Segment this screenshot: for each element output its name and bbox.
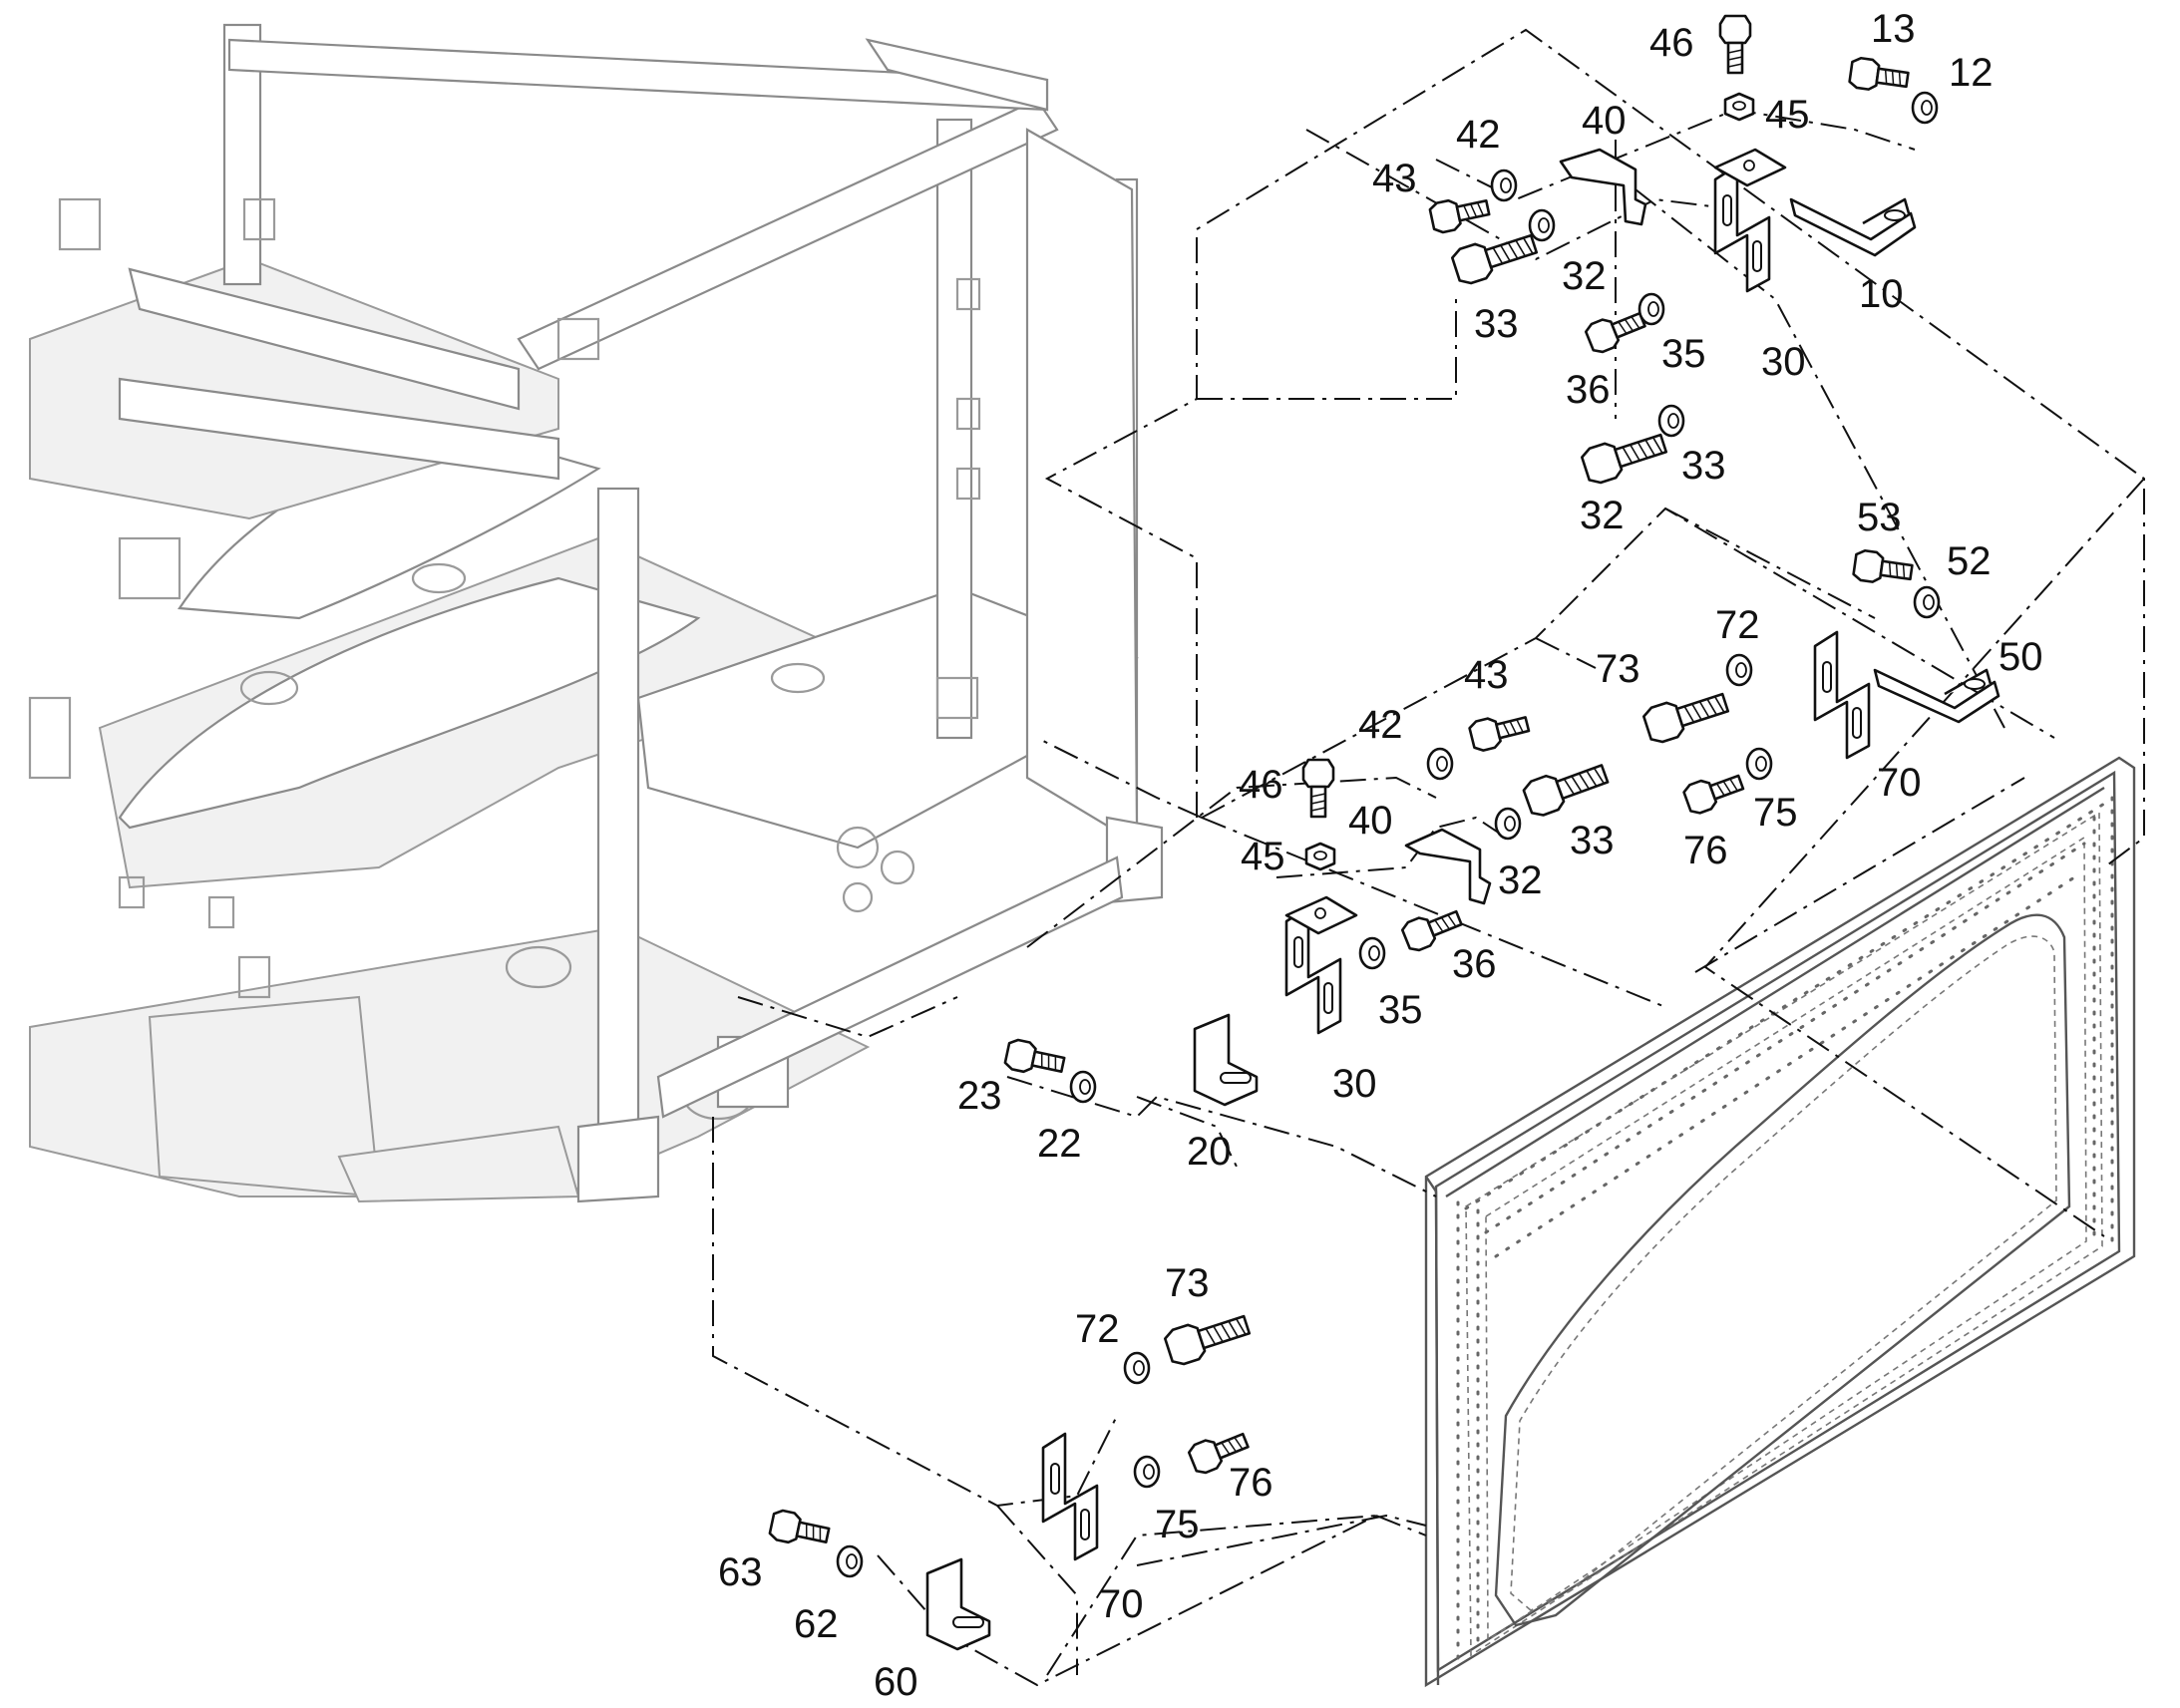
callout-60: 60	[874, 1660, 918, 1704]
callout-23: 23	[957, 1074, 1002, 1118]
bracket-icon	[1873, 668, 2000, 724]
washer-icon	[1637, 292, 1665, 326]
washer-icon	[1725, 653, 1753, 687]
parts-top-group	[1427, 14, 1939, 488]
bolt-icon	[1680, 767, 1747, 818]
callout-75: 75	[1753, 791, 1798, 835]
callout-30: 30	[1761, 340, 1806, 384]
bracket-icon	[1404, 828, 1492, 905]
callout-46: 46	[1239, 763, 1283, 807]
callout-43: 43	[1372, 157, 1417, 200]
callout-labels: 46 13 12 45 42 40 43 32 10 33 36 35 30 3…	[718, 7, 2043, 1704]
assembly-lines	[712, 28, 2145, 1687]
callout-72: 72	[1075, 1307, 1120, 1351]
bracket-icon	[1713, 164, 1771, 293]
washer-icon	[1426, 747, 1454, 781]
callout-12: 12	[1949, 51, 1994, 95]
bracket-icon	[1559, 148, 1647, 226]
bolt-icon	[1579, 425, 1670, 488]
washer-icon	[1069, 1070, 1097, 1104]
callout-35: 35	[1378, 988, 1423, 1032]
washer-icon	[1490, 169, 1518, 202]
bolt-icon	[1851, 547, 1915, 589]
callout-36: 36	[1452, 942, 1497, 986]
callout-35: 35	[1661, 332, 1706, 376]
callout-33: 33	[1474, 302, 1519, 346]
washer-icon	[1913, 585, 1941, 619]
callout-52: 52	[1947, 539, 1992, 583]
callout-40: 40	[1582, 99, 1627, 143]
callout-20: 20	[1187, 1130, 1232, 1174]
parts-middle-left-group	[1002, 755, 1613, 1107]
callout-13: 13	[1871, 7, 1916, 51]
washer-icon	[1528, 208, 1556, 242]
callout-53: 53	[1857, 496, 1902, 539]
washer-icon	[1745, 747, 1773, 781]
callout-76: 76	[1229, 1461, 1273, 1505]
bolt-icon	[1162, 1306, 1254, 1369]
callout-75: 75	[1155, 1503, 1200, 1546]
callout-62: 62	[794, 1602, 839, 1646]
callout-32: 32	[1498, 858, 1543, 902]
bracket-icon	[1193, 1013, 1259, 1107]
callout-32: 32	[1580, 494, 1625, 537]
callout-33: 33	[1681, 444, 1726, 488]
washer-icon	[1123, 1351, 1151, 1385]
bracket-icon	[1713, 148, 1787, 187]
callout-72: 72	[1715, 603, 1760, 647]
callout-45: 45	[1765, 93, 1810, 137]
callout-42: 42	[1358, 703, 1403, 747]
cab-frame-illustration	[28, 23, 1164, 1203]
washer-icon	[1657, 404, 1685, 438]
callout-40: 40	[1348, 799, 1393, 843]
bolt-icon	[1520, 755, 1613, 821]
callout-10: 10	[1859, 272, 1904, 316]
callout-73: 73	[1596, 647, 1640, 691]
bolt-icon	[1449, 225, 1541, 288]
nut-icon	[1723, 92, 1755, 122]
bolt-icon	[1002, 1037, 1068, 1081]
bolt-icon	[1301, 758, 1335, 819]
bracket-icon	[925, 1557, 991, 1651]
bracket-icon	[1789, 197, 1917, 257]
callout-50: 50	[1998, 635, 2043, 679]
callout-70: 70	[1877, 761, 1922, 805]
washer-icon	[1133, 1455, 1161, 1489]
callout-30: 30	[1332, 1062, 1377, 1106]
callout-45: 45	[1241, 835, 1285, 878]
callout-73: 73	[1165, 1261, 1210, 1305]
callout-32: 32	[1562, 254, 1607, 298]
callout-33: 33	[1570, 819, 1615, 862]
window-panel-illustration	[1424, 756, 2136, 1688]
bolt-icon	[1718, 14, 1752, 75]
parts-bottom-group	[767, 1306, 1254, 1651]
nut-icon	[1304, 842, 1336, 871]
callout-46: 46	[1649, 21, 1694, 65]
callout-76: 76	[1683, 829, 1728, 872]
parts-middle-right-group	[1426, 547, 2000, 818]
callout-63: 63	[718, 1550, 763, 1594]
bolt-icon	[1847, 55, 1911, 97]
washer-icon	[1358, 936, 1386, 970]
bracket-icon	[1813, 630, 1871, 760]
washer-icon	[836, 1544, 864, 1578]
callout-43: 43	[1464, 653, 1509, 697]
callout-42: 42	[1456, 113, 1501, 157]
washer-icon	[1494, 807, 1522, 841]
bolt-icon	[767, 1508, 833, 1551]
bracket-icon	[1284, 895, 1358, 935]
bolt-icon	[1467, 708, 1533, 754]
callout-70: 70	[1099, 1582, 1144, 1626]
callout-22: 22	[1037, 1122, 1082, 1166]
bolt-icon	[1640, 684, 1732, 747]
washer-icon	[1911, 91, 1939, 125]
callout-36: 36	[1566, 368, 1611, 412]
